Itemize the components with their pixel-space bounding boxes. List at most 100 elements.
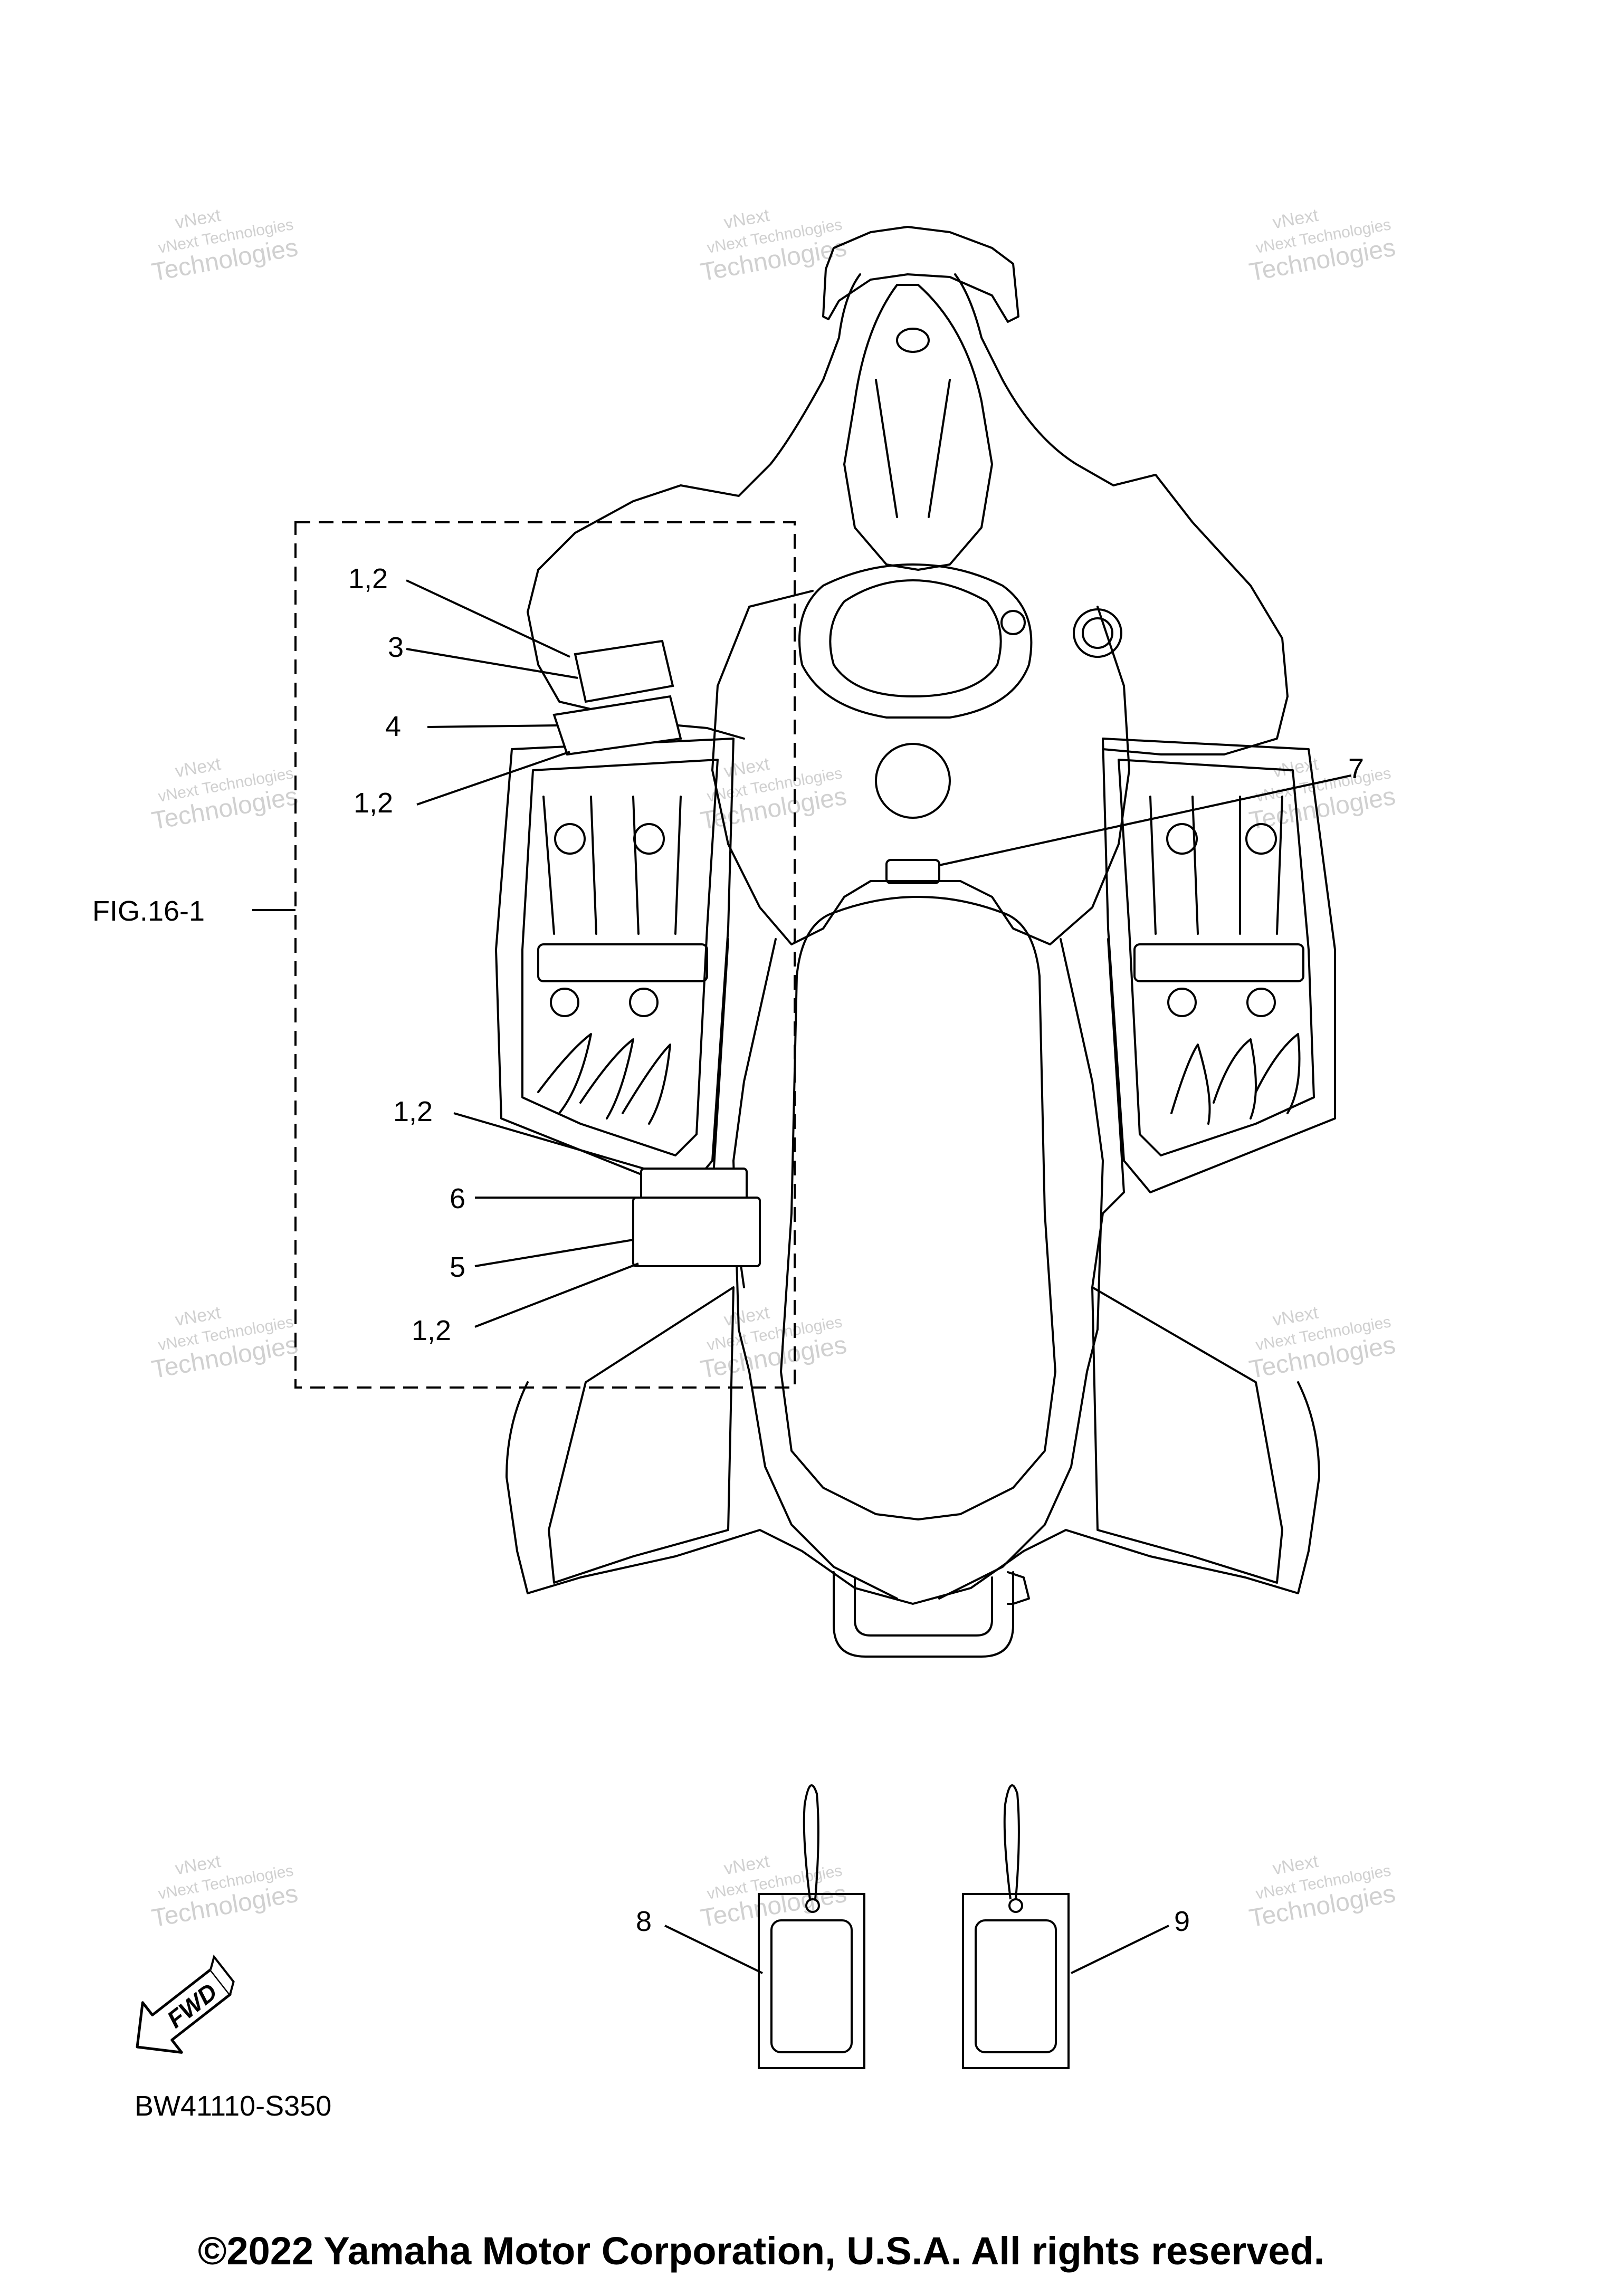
watermark-vnext: vNext	[722, 1303, 771, 1331]
tag-8-window	[770, 1919, 853, 2053]
plate-5	[632, 1197, 761, 1267]
leader-lines	[252, 579, 1351, 1974]
right-rear-panel	[1091, 1286, 1283, 1584]
fig-ref: FIG.16-1	[92, 895, 205, 927]
right-footwell-inner	[1118, 759, 1315, 1156]
right-drain-1	[1166, 823, 1198, 855]
left-footwell-grip	[537, 1033, 671, 1125]
watermark-vnext: vNext	[174, 1303, 223, 1331]
leader-1-2-a	[406, 579, 570, 658]
deck-hatch-inner	[829, 579, 1002, 697]
fuel-cap	[875, 743, 951, 819]
watermark-vnext: vNext	[722, 1851, 771, 1879]
right-cleat-ring	[1073, 608, 1122, 658]
watermark: vNext vNext Technologies Technologies	[1247, 1303, 1397, 1384]
right-footwell-grip	[1170, 1033, 1301, 1125]
leader-1-2-b	[416, 751, 570, 806]
callout-1-2-b: 1,2	[354, 787, 393, 819]
left-cleat-ring	[1000, 610, 1026, 635]
watermark: vNext vNext Technologies Technologies	[149, 1303, 300, 1384]
right-gunwale-line	[1091, 938, 1125, 1288]
plate-3	[574, 639, 674, 703]
right-footwell	[1102, 738, 1336, 1193]
leader-1-2-d	[474, 1262, 639, 1328]
rear-hull-right	[938, 938, 1104, 1600]
callout-3: 3	[388, 632, 404, 663]
left-drain-4	[629, 988, 659, 1017]
watermark: vNext vNext Technologies Technologies	[698, 1851, 848, 1933]
callout-1-2-a: 1,2	[348, 563, 388, 595]
watermark-vnext: vNext	[174, 205, 223, 233]
watermark-vnext: vNext	[722, 754, 771, 782]
leader-3	[406, 648, 578, 679]
callout-7: 7	[1348, 753, 1364, 785]
detail-frame	[294, 521, 796, 1389]
leader-1-2-c	[453, 1112, 644, 1170]
tag-9-body	[962, 1893, 1070, 2069]
tag-8-body	[758, 1893, 865, 2069]
tag-9-string	[1003, 1784, 1020, 1900]
deck-hatch	[798, 563, 1033, 719]
watermark: vNext vNext Technologies Technologies	[698, 1303, 848, 1384]
decal-7	[885, 859, 940, 884]
callout-1-2-d: 1,2	[412, 1315, 451, 1346]
hang-tag-8	[758, 1784, 865, 2069]
fwd-arrow-depth	[209, 1954, 235, 1995]
callout-8: 8	[636, 1906, 652, 1937]
leader-7	[939, 774, 1351, 866]
tag-8-hole	[805, 1898, 820, 1913]
callout-5: 5	[450, 1251, 465, 1283]
stern-step-inner	[854, 1576, 993, 1637]
watermark-vnext: vNext	[174, 754, 223, 782]
part-code: BW41110-S350	[135, 2090, 331, 2122]
watermarks: vNext vNext Technologies Technologies vN…	[149, 205, 1397, 1933]
stern-step	[833, 1571, 1014, 1658]
plate-4	[552, 695, 682, 756]
watermark-vnext: vNext	[1271, 205, 1320, 233]
bow-outer-right	[954, 273, 1289, 755]
leader-4	[427, 724, 557, 728]
leader-9	[1071, 1925, 1169, 1974]
nose-cone	[843, 284, 993, 571]
bow-outer	[527, 273, 861, 740]
hull-drawing	[495, 226, 1336, 1658]
watermark: vNext vNext Technologies Technologies	[149, 205, 300, 287]
seat	[780, 896, 1056, 1520]
callout-labels: 1,2 3 4 1,2 7 FIG.16-1 1,2 6 5 1,2 8 9	[92, 563, 1364, 1937]
center-console	[711, 590, 1130, 945]
left-drain-2	[633, 823, 665, 855]
rear-hull-left	[732, 938, 898, 1600]
right-cleat-ring-inner	[1082, 617, 1113, 649]
watermark-vnext: vNext	[1271, 1303, 1320, 1331]
right-footwell-bar	[1133, 943, 1304, 982]
tag-9-hole	[1008, 1898, 1023, 1913]
watermark: vNext vNext Technologies Technologies	[1247, 1851, 1397, 1933]
tow-eye	[1007, 1571, 1030, 1605]
label-plates	[552, 639, 761, 1267]
bow-eye	[896, 328, 930, 353]
leader-5	[474, 1239, 634, 1267]
right-footwell-ribs	[1149, 796, 1283, 935]
left-drain-1	[554, 823, 586, 855]
left-footwell-bar	[537, 943, 708, 982]
left-drain-3	[550, 988, 579, 1017]
callout-6: 6	[450, 1183, 465, 1214]
watermark: vNext vNext Technologies Technologies	[149, 1851, 300, 1933]
right-drain-4	[1246, 988, 1276, 1017]
left-rear-panel	[548, 1286, 735, 1584]
watermark-vnext: vNext	[1271, 1851, 1320, 1879]
watermark: vNext vNext Technologies Technologies	[149, 754, 300, 836]
tag-9-window	[975, 1919, 1057, 2053]
callout-1-2-c: 1,2	[393, 1096, 433, 1127]
callout-9: 9	[1174, 1906, 1190, 1937]
leader-8	[664, 1925, 763, 1974]
hang-tag-9	[962, 1784, 1070, 2069]
tag-8-string	[803, 1784, 819, 1900]
nose-ridge	[875, 379, 951, 518]
left-footwell-inner	[521, 759, 719, 1156]
left-footwell-ribs	[542, 796, 682, 935]
watermark: vNext vNext Technologies Technologies	[1247, 205, 1397, 287]
watermark-vnext: vNext	[174, 1851, 223, 1879]
callout-4: 4	[385, 711, 401, 742]
